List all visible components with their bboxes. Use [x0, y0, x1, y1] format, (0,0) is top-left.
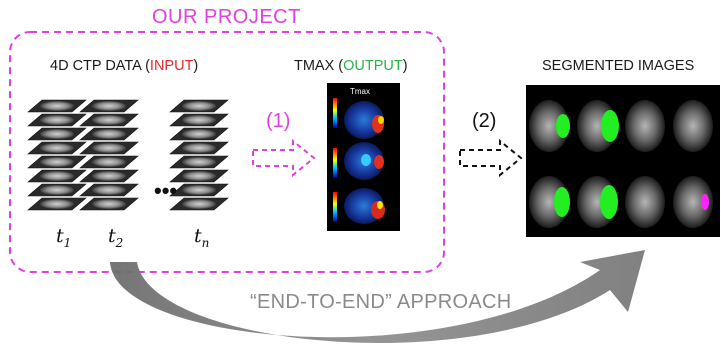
- segmented-brain-slice: [625, 176, 665, 228]
- ct-slice-brain: [92, 199, 126, 209]
- segmented-images-title: SEGMENTED IMAGES: [542, 58, 695, 74]
- output-highlight: OUTPUT: [343, 58, 403, 74]
- output-title-suffix: ): [402, 58, 408, 74]
- ct-slice-brain: [40, 115, 74, 125]
- output-title-prefix: TMAX (: [294, 58, 344, 74]
- ct-slice-brain: [92, 115, 126, 125]
- ctp-stack-t2: [79, 99, 139, 211]
- ct-slice-brain: [40, 171, 74, 181]
- ct-slice-brain: [92, 157, 126, 167]
- ct-slice-brain: [40, 129, 74, 139]
- ct-slice-brain: [40, 101, 74, 111]
- tmax-colorbar: [333, 98, 337, 128]
- input-data-title: 4D CTP DATA (INPUT): [50, 58, 198, 74]
- time-label-tn: tn: [194, 225, 210, 250]
- ct-slice-brain: [182, 171, 216, 181]
- ct-slice-brain: [182, 101, 216, 111]
- input-highlight: INPUT: [149, 58, 194, 74]
- ct-slice-brain: [182, 157, 216, 167]
- time-label-t2: t2: [108, 225, 124, 250]
- ct-slice-brain: [182, 115, 216, 125]
- ct-slice-brain: [92, 185, 126, 195]
- segmented-brain-slice: [529, 100, 569, 152]
- input-title-prefix: 4D CTP DATA (: [50, 58, 150, 74]
- ct-slice-brain: [92, 129, 126, 139]
- end-to-end-approach-label: “END-TO-END” APPROACH: [250, 291, 512, 313]
- step1-arrow: [252, 138, 316, 178]
- ct-slice-brain: [182, 199, 216, 209]
- ct-slice-brain: [92, 101, 126, 111]
- lesion-mask: [554, 187, 570, 217]
- lesion-mask: [701, 194, 709, 210]
- lesion-mask: [556, 114, 570, 138]
- tmax-output-image: [327, 83, 400, 231]
- project-boundary: [9, 31, 445, 273]
- segmented-images-grid: [526, 85, 720, 237]
- lesion-mask: [600, 185, 618, 219]
- ct-slice-brain: [92, 143, 126, 153]
- end-to-end-arrow: [110, 250, 645, 343]
- step1-label: (1): [266, 110, 291, 132]
- step2-label: (2): [472, 110, 497, 132]
- project-title: OUR PROJECT: [152, 6, 301, 28]
- input-title-suffix: ): [193, 58, 199, 74]
- ct-slice-brain: [92, 171, 126, 181]
- step2-arrow: [459, 138, 523, 178]
- segmented-brain-slice: [673, 176, 713, 228]
- ct-slice-brain: [40, 143, 74, 153]
- ct-slice-brain: [40, 185, 74, 195]
- lesion-mask: [601, 110, 619, 142]
- ct-slice-brain: [40, 157, 74, 167]
- ctp-stack-tn: [169, 99, 229, 211]
- time-label-t1: t1: [56, 225, 72, 250]
- ct-slice-brain: [40, 199, 74, 209]
- ct-slice-brain: [182, 129, 216, 139]
- segmented-brain-slice: [625, 100, 665, 152]
- tmax-image-title: Tmax: [350, 87, 370, 96]
- ct-slice-brain: [182, 185, 216, 195]
- ctp-stack-t1: [27, 99, 87, 211]
- segmented-brain-slice: [673, 100, 713, 152]
- ct-slice-brain: [182, 143, 216, 153]
- output-data-title: TMAX (OUTPUT): [294, 58, 408, 74]
- time-ellipsis: •••: [154, 178, 178, 203]
